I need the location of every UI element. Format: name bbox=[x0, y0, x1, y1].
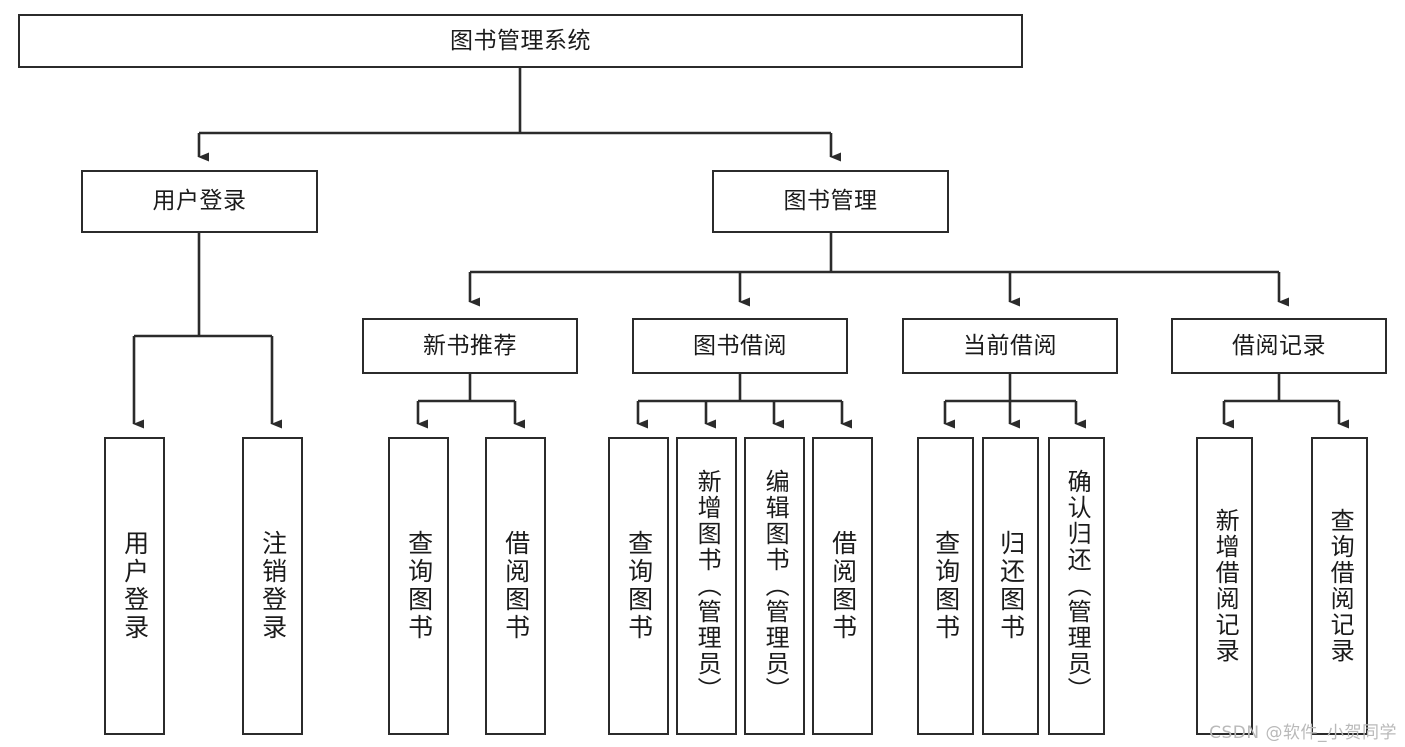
leaf-query-book-3-label: 查询图书 bbox=[931, 530, 961, 642]
leaf-logout-label: 注销登录 bbox=[258, 530, 288, 642]
leaf-borrow-book-2-label: 借阅图书 bbox=[828, 530, 858, 642]
leaf-return-book-label: 归还图书 bbox=[996, 530, 1026, 642]
leaf-edit-book-label: 编辑图书（管理员） bbox=[761, 469, 790, 703]
leaf-add-record-label: 新增借阅记录 bbox=[1211, 508, 1240, 664]
node-borrow-record-label: 借阅记录 bbox=[1232, 332, 1326, 359]
csdn-watermark: CSDN @软件_小贺同学 bbox=[1209, 723, 1397, 743]
leaf-return-book[interactable]: 归还图书 bbox=[982, 437, 1039, 735]
leaf-query-record[interactable]: 查询借阅记录 bbox=[1311, 437, 1368, 735]
leaf-query-book-1-label: 查询图书 bbox=[404, 530, 434, 642]
leaf-borrow-book-2[interactable]: 借阅图书 bbox=[812, 437, 873, 735]
node-current-borrow-label: 当前借阅 bbox=[963, 332, 1057, 359]
leaf-edit-book[interactable]: 编辑图书（管理员） bbox=[744, 437, 805, 735]
leaf-add-book[interactable]: 新增图书（管理员） bbox=[676, 437, 737, 735]
node-root-book-management-system[interactable]: 图书管理系统 bbox=[18, 14, 1023, 68]
leaf-user-login[interactable]: 用户登录 bbox=[104, 437, 165, 735]
leaf-logout[interactable]: 注销登录 bbox=[242, 437, 303, 735]
leaf-confirm-return[interactable]: 确认归还（管理员） bbox=[1048, 437, 1105, 735]
leaf-borrow-book-1[interactable]: 借阅图书 bbox=[485, 437, 546, 735]
leaf-add-record[interactable]: 新增借阅记录 bbox=[1196, 437, 1253, 735]
node-current-borrow[interactable]: 当前借阅 bbox=[902, 318, 1118, 374]
node-new-book-recommend-label: 新书推荐 bbox=[423, 332, 517, 359]
node-root-label: 图书管理系统 bbox=[450, 27, 591, 54]
node-book-manage[interactable]: 图书管理 bbox=[712, 170, 949, 233]
leaf-user-login-label: 用户登录 bbox=[120, 530, 150, 642]
node-user-login-label: 用户登录 bbox=[152, 188, 247, 215]
node-borrow-record[interactable]: 借阅记录 bbox=[1171, 318, 1387, 374]
node-user-login[interactable]: 用户登录 bbox=[81, 170, 318, 233]
leaf-query-record-label: 查询借阅记录 bbox=[1326, 508, 1355, 664]
node-new-book-recommend[interactable]: 新书推荐 bbox=[362, 318, 578, 374]
node-book-manage-label: 图书管理 bbox=[783, 188, 878, 215]
leaf-add-book-label: 新增图书（管理员） bbox=[693, 469, 722, 703]
leaf-borrow-book-1-label: 借阅图书 bbox=[501, 530, 531, 642]
node-book-borrow-label: 图书借阅 bbox=[693, 332, 787, 359]
leaf-query-book-3[interactable]: 查询图书 bbox=[917, 437, 974, 735]
leaf-query-book-2[interactable]: 查询图书 bbox=[608, 437, 669, 735]
node-book-borrow[interactable]: 图书借阅 bbox=[632, 318, 848, 374]
leaf-confirm-return-label: 确认归还（管理员） bbox=[1063, 469, 1092, 703]
leaf-query-book-1[interactable]: 查询图书 bbox=[388, 437, 449, 735]
leaf-query-book-2-label: 查询图书 bbox=[624, 530, 654, 642]
